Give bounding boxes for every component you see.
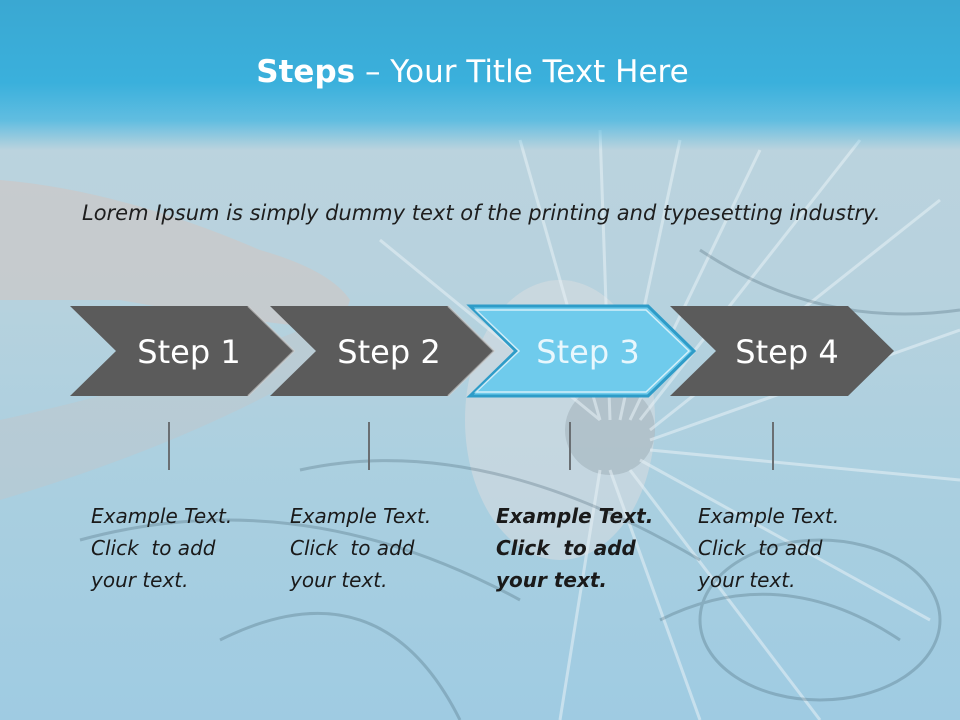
step-3-label: Step 3 — [536, 333, 639, 371]
step-2-text[interactable]: Example Text. Click to add your text. — [290, 500, 460, 596]
step-4-text-line-1: Example Text. — [698, 504, 840, 528]
step-3-text[interactable]: Example Text. Click to add your text. — [496, 500, 666, 596]
step-4-connector — [772, 422, 774, 470]
step-2-text-line-2: Click to add — [290, 536, 415, 560]
step-3-text-line-1: Example Text. — [496, 504, 654, 528]
slide-title-strong: Steps — [256, 54, 356, 90]
step-3-text-line-3: your text. — [496, 568, 608, 592]
step-4-text[interactable]: Example Text. Click to add your text. — [698, 500, 868, 596]
background-dark-spokes — [79, 248, 960, 720]
background-hub-core — [565, 385, 655, 475]
step-2-text-line-3: your text. — [290, 568, 388, 592]
step-2-chevron[interactable] — [270, 306, 494, 396]
step-4-text-line-3: your text. — [698, 568, 796, 592]
step-1-text-line-1: Example Text. — [91, 504, 233, 528]
title-band — [0, 0, 960, 150]
step-4-label: Step 4 — [735, 333, 838, 371]
step-3-text-line-2: Click to add — [496, 536, 636, 560]
background-hand-shape — [0, 180, 350, 330]
step-1-label: Step 1 — [137, 333, 240, 371]
step-1-chevron[interactable] — [70, 306, 294, 396]
step-2-text-line-1: Example Text. — [290, 504, 432, 528]
step-1-text-line-3: your text. — [91, 568, 189, 592]
slide-title[interactable]: Steps – Your Title Text Here — [0, 54, 945, 90]
step-3-connector — [569, 422, 571, 470]
slide-title-rest: – Your Title Text Here — [355, 54, 689, 90]
step-3-chevron[interactable] — [466, 304, 697, 398]
step-4-text-line-2: Click to add — [698, 536, 823, 560]
step-4-chevron[interactable] — [670, 306, 894, 396]
body-text[interactable]: Lorem Ipsum is simply dummy text of the … — [82, 201, 881, 225]
step-1-text[interactable]: Example Text. Click to add your text. — [91, 500, 261, 596]
step-1-text-line-2: Click to add — [91, 536, 216, 560]
step-2-label: Step 2 — [337, 333, 440, 371]
step-2-connector — [368, 422, 370, 470]
step-1-connector — [168, 422, 170, 470]
